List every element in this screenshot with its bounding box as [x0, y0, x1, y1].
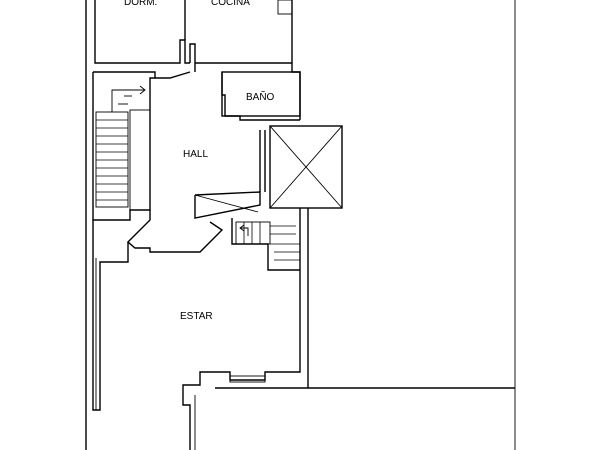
stair-arrow-icon	[111, 85, 146, 112]
stair-right	[231, 218, 300, 271]
estar-room	[92, 220, 301, 450]
room-label-estar: ESTAR	[180, 311, 213, 322]
stair-left-treads	[96, 119, 128, 201]
room-label-hall: HALL	[183, 149, 208, 160]
bano-room	[221, 71, 301, 121]
stair-left	[92, 71, 156, 221]
lot-boundary	[85, 0, 516, 450]
hall-walls	[126, 71, 266, 253]
room-label-dormitorio: DORM.	[124, 0, 157, 8]
shaft-cross-icon	[269, 125, 343, 262]
upper-rooms	[94, 0, 301, 120]
room-label-cocina: COCINA	[211, 0, 250, 8]
room-label-bano: BAÑO	[246, 90, 275, 103]
